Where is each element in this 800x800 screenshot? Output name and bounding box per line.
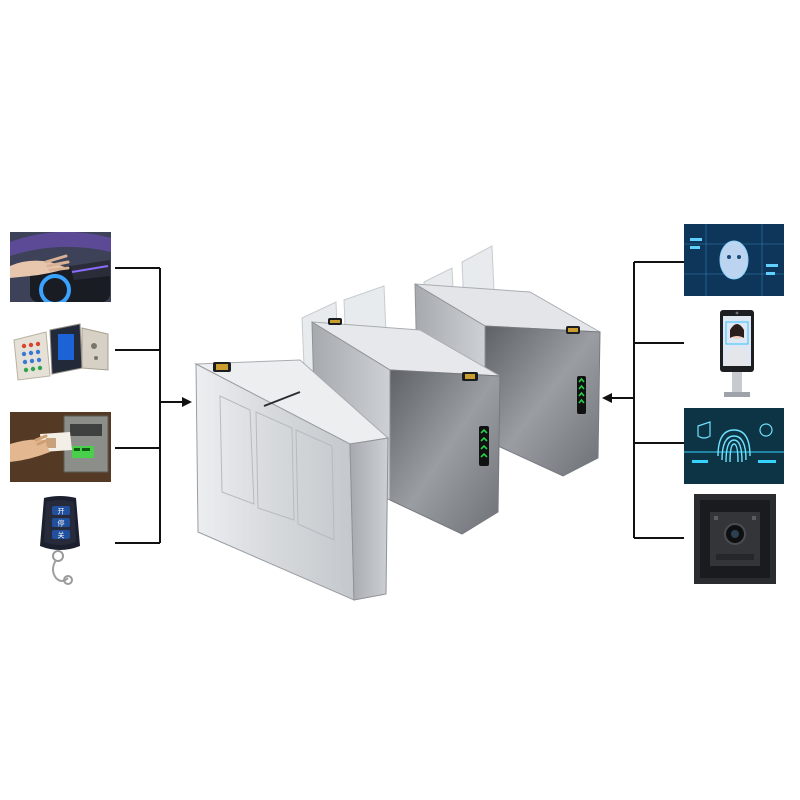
right-input-1 <box>684 224 784 296</box>
fingerprint-scanner-icon <box>684 408 784 484</box>
remote-key-close: 关 <box>58 531 65 540</box>
left-input-4: 开 停 关 <box>10 496 111 588</box>
face-recognition-terminal-icon <box>690 308 784 400</box>
right-input-4 <box>690 492 780 588</box>
qr-code-reader-icon <box>690 492 780 588</box>
left-bracket <box>115 267 192 544</box>
right-input-3 <box>684 408 784 484</box>
ai-face-recognition-icon <box>684 224 784 296</box>
front-cabinet <box>194 359 390 601</box>
middle-cabinet-indicator <box>479 426 489 466</box>
left-input-1 <box>10 232 111 302</box>
remote-key-stop: 停 <box>58 519 65 528</box>
remote-control-fob-icon: 开 停 关 <box>10 496 111 588</box>
right-input-2 <box>690 308 784 400</box>
back-cabinet-indicator <box>577 376 586 414</box>
palm-vein-scanner-icon <box>10 232 111 302</box>
left-input-2 <box>10 318 111 384</box>
left-input-3 <box>10 412 111 482</box>
middle-cabinet <box>311 318 501 535</box>
right-bracket <box>602 261 684 539</box>
remote-key-open: 开 <box>58 508 65 516</box>
keypad-card-reader-icon <box>10 318 111 384</box>
id-card-reader-icon <box>10 412 111 482</box>
swing-barrier-turnstile-icon <box>194 245 601 601</box>
